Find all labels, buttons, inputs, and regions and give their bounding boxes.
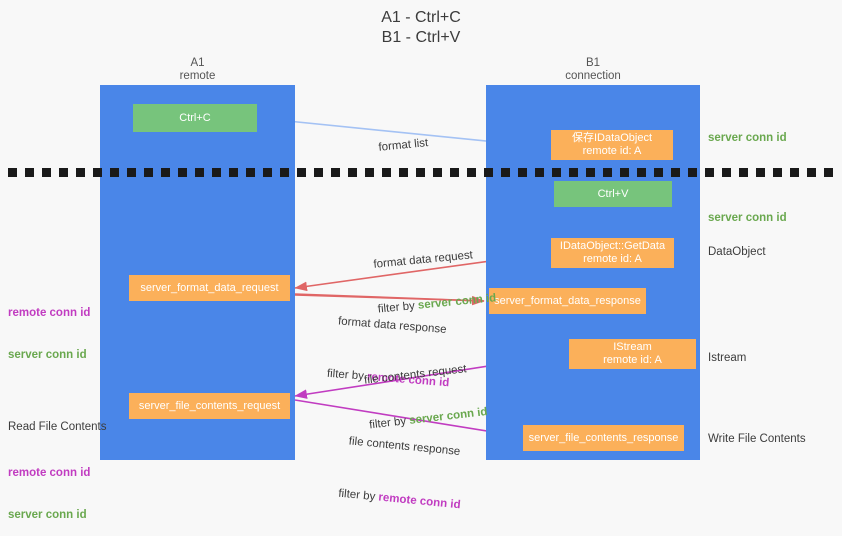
node-ctrl-v[interactable]: Ctrl+V	[554, 181, 672, 207]
node-idataobject-getdata[interactable]: IDataObject::GetData remote id: A	[551, 238, 674, 268]
node-server-format-data-request-label: server_format_data_request	[140, 281, 279, 294]
note-istream: Istream	[708, 352, 747, 364]
edge-label-file-contents-response-text: file contents response	[348, 435, 461, 459]
edge-label-file-contents-response-filter: filter by remote conn id	[338, 487, 462, 514]
page-title: A1 - Ctrl+C B1 - Ctrl+V	[381, 9, 461, 46]
node-save-idataobject-line1: 保存IDataObject	[571, 132, 653, 144]
arrow-file-contents-response	[294, 399, 519, 439]
note-server-conn-id: server conn id	[8, 509, 87, 521]
filter-prefix: filter by	[326, 367, 368, 383]
node-ctrl-c-label: Ctrl+C	[179, 111, 211, 124]
note-remote-conn-id: remote conn id	[8, 467, 91, 479]
node-istream[interactable]: IStream remote id: A	[569, 339, 696, 369]
column-header-a1: A1 remote	[179, 57, 216, 82]
note-read-file-contents: Read File Contents	[8, 421, 107, 433]
node-istream-line2: remote id: A	[603, 354, 662, 366]
node-server-format-data-response[interactable]: server_format_data_response	[489, 288, 646, 314]
edge-label-file-contents-request-text: file contents request	[363, 363, 468, 387]
node-save-idataobject-line2: remote id: A	[582, 145, 642, 157]
node-ctrl-c[interactable]: Ctrl+C	[133, 104, 257, 132]
note-group-format-data-conn-ids: remote conn id server conn id	[8, 278, 90, 376]
note-remote-conn-id: remote conn id	[8, 307, 91, 319]
node-save-idataobject[interactable]: 保存IDataObject remote id: A	[551, 130, 673, 160]
node-server-file-contents-request[interactable]: server_file_contents_request	[129, 393, 290, 419]
note-server-conn-id-top: server conn id	[708, 132, 787, 144]
node-server-file-contents-response-label: server_file_contents_response	[528, 431, 679, 444]
filter-prefix: filter by	[337, 487, 380, 504]
node-idataobject-getdata-line1: IDataObject::GetData	[559, 240, 666, 252]
edge-label-format-list: format list	[375, 106, 430, 171]
note-dataobject: DataObject	[708, 246, 766, 258]
node-server-file-contents-request-label: server_file_contents_request	[138, 399, 281, 412]
edge-label-format-list-text: format list	[377, 137, 429, 154]
edge-label-format-data-request-text: format data request	[372, 249, 474, 271]
node-ctrl-v-label: Ctrl+V	[597, 187, 629, 200]
note-write-file-contents: Write File Contents	[708, 433, 806, 445]
node-istream-line1: IStream	[613, 341, 652, 353]
dashed-divider	[8, 168, 834, 177]
filter-key-remote-conn-id: remote conn id	[377, 491, 462, 512]
node-server-file-contents-response[interactable]: server_file_contents_response	[523, 425, 684, 451]
note-group-file-contents: Read File Contents remote conn id server…	[8, 392, 106, 536]
note-server-conn-id-middle: server conn id	[708, 212, 787, 224]
column-header-b1: B1 connection	[565, 57, 621, 82]
node-server-format-data-request[interactable]: server_format_data_request	[129, 275, 290, 301]
arrow-format-data-response-tail	[294, 293, 485, 302]
node-idataobject-getdata-line2: remote id: A	[583, 253, 642, 265]
edge-label-file-contents-response: file contents response filter by remote …	[336, 404, 469, 528]
node-server-format-data-response-label: server_format_data_response	[494, 294, 641, 307]
note-server-conn-id: server conn id	[8, 349, 87, 361]
